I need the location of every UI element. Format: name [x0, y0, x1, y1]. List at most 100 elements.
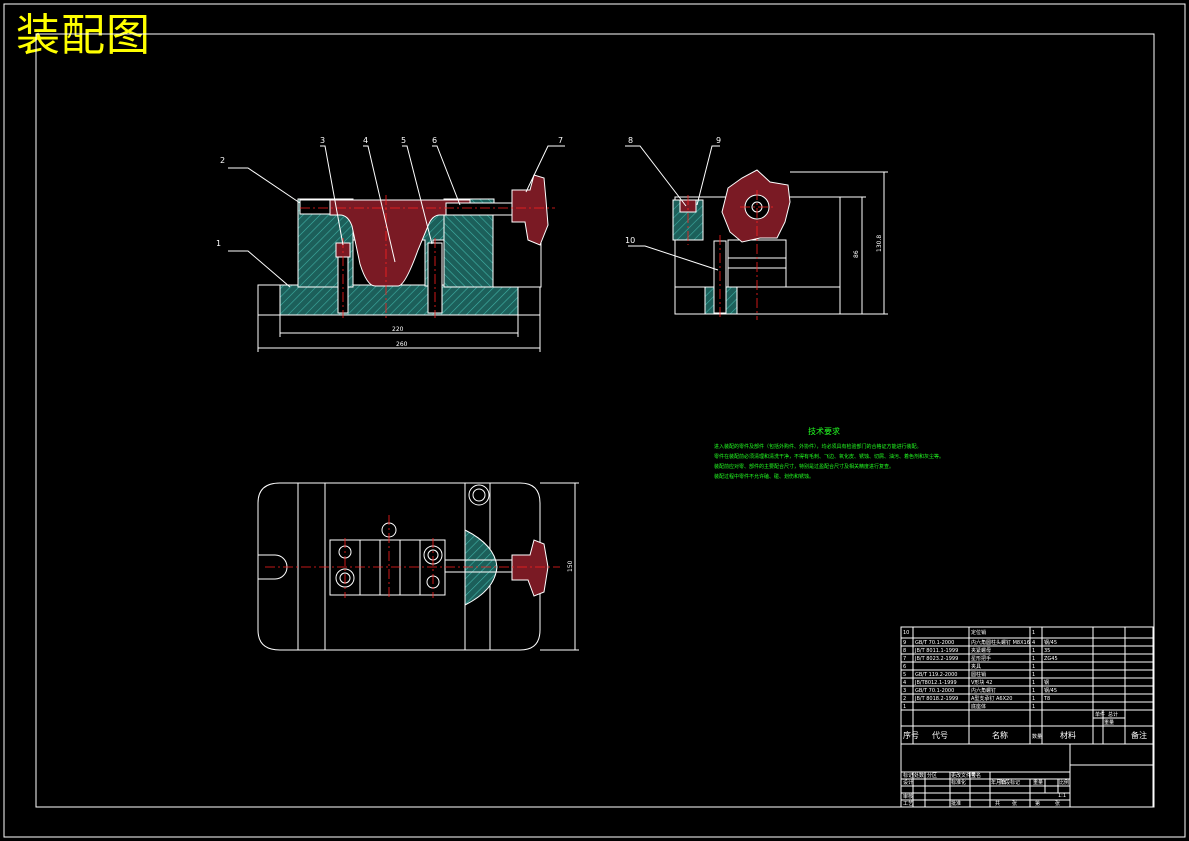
front-view: 220 260 2 1 3 4 5 6 7: [216, 136, 565, 352]
tb-count: 处数: [914, 772, 924, 779]
bom-cell: JB/T 8023.2-1999: [914, 656, 958, 662]
tech-line-4: 装配过程中零件不允许磕、碰、划伤和锈蚀。: [714, 473, 814, 480]
bom-cell: 4: [1032, 640, 1035, 646]
bom-cell: 8: [903, 648, 906, 654]
tb-zone: 分区: [927, 772, 937, 779]
dim-front-inner: 220: [392, 326, 404, 333]
bom-cell: 钢: [1044, 679, 1049, 686]
tb-sheet: 张: [1055, 800, 1060, 807]
bom-cell: GB/T 70.1-2000: [915, 688, 954, 694]
page-title: 装配图: [16, 10, 151, 61]
title-block: 标记 处数 分区 更改文件号 签名 年月日 设计 标准化 阶段标记 重量 比例 …: [900, 743, 1154, 808]
bom-cell: 9: [903, 640, 906, 646]
balloon-3: 3: [320, 136, 325, 145]
bom-cell: JB/T 8018.2-1999: [914, 696, 958, 702]
bom-cell: 钢/45: [1044, 687, 1057, 694]
bom-h-code: 代号: [932, 730, 948, 740]
bom-cell: 10: [903, 630, 909, 636]
bom-cell: V形块 42: [971, 679, 992, 686]
tb-scale: 比例: [1059, 779, 1069, 786]
bom-cell: 1: [1032, 656, 1035, 662]
tb-date: 年月日: [991, 779, 1006, 786]
tb-design: 设计: [903, 779, 913, 786]
inner-frame: [35, 33, 1155, 808]
bom-cell: 6: [903, 664, 906, 670]
balloon-6: 6: [432, 136, 437, 145]
tech-line-3: 装配前应对零、部件的主要配合尺寸，特别是过盈配合尺寸及相关精度进行复查。: [714, 463, 894, 470]
bom-cell: 1: [903, 704, 906, 710]
bom-cell: 5: [903, 672, 906, 678]
tb-process: 工艺: [903, 801, 913, 807]
bom-cell: 1: [1032, 704, 1035, 710]
bom-cell: JB/T 8011.1-1999: [914, 648, 958, 654]
tb-std: 标准化: [951, 779, 966, 786]
tb-change: 更改文件号: [951, 772, 976, 779]
bom-cell: 定位销: [971, 629, 986, 636]
dim-top-h: 150: [567, 560, 574, 572]
side-view: 86 130.8 8 9 10: [625, 136, 888, 320]
balloon-1: 1: [216, 239, 221, 248]
bom-cell: 35: [1044, 648, 1050, 654]
balloon-9: 9: [716, 136, 721, 145]
bom-cell: 1: [1032, 672, 1035, 678]
bom-cell: GB/T 70.1-2000: [915, 640, 954, 646]
bom-h-qty: 数量: [1032, 733, 1042, 740]
tech-line-2: 零件在装配前必须清理和清洗干净，不得有毛刺、飞边、氧化皮、锈蚀、切屑、油污、着色…: [714, 453, 944, 460]
bom-cell: 内六角螺钉: [971, 687, 996, 694]
bom-h-no: 序号: [903, 730, 919, 740]
bom-cell: 1: [1032, 664, 1035, 670]
bom-cell: 夹紧螺母: [971, 647, 991, 654]
bom-cell: JB/T8012.1-1999: [914, 680, 957, 686]
bom-cell: 底座体: [971, 703, 986, 710]
bom-cell: 3: [903, 688, 906, 694]
bom-cell: 1: [1032, 648, 1035, 654]
bom-h-mat: 材料: [1060, 730, 1076, 740]
bom-cell: GB/T 119.2-2000: [915, 672, 957, 678]
balloon-5: 5: [401, 136, 406, 145]
bom-cell: ZG45: [1044, 656, 1058, 662]
bom-cell: 7: [903, 656, 906, 662]
dim-front-outer: 260: [396, 341, 408, 348]
tb-scale-value: 1:1: [1058, 793, 1066, 799]
bom-cell: A型支承钉 A6X20: [971, 695, 1012, 702]
tb-review: 审核: [903, 793, 913, 800]
bom-h-remark: 备注: [1131, 730, 1147, 740]
bom-h-unit: 单件: [1095, 711, 1105, 718]
tech-requirements: 技术要求 进入装配的零件及部件（包括外购件、外协件），均必须具有检验部门的合格证…: [714, 426, 944, 480]
tb-total: 共: [995, 800, 1000, 807]
bom-h-total: 总计: [1108, 711, 1118, 718]
dim-side-h2: 130.8: [876, 235, 883, 252]
top-view: 150: [257, 482, 579, 651]
bom-h-weight: 重量: [1104, 719, 1114, 726]
tb-sign: 签名: [971, 772, 981, 779]
tech-heading: 技术要求: [808, 426, 840, 436]
dim-side-h1: 86: [853, 250, 860, 258]
bom-cell: 夹具: [971, 663, 981, 670]
bom-cell: 钢/45: [1044, 639, 1057, 646]
bom-cell: 1: [1032, 630, 1035, 636]
balloon-10: 10: [625, 236, 635, 245]
tb-sheet-no: 第: [1035, 800, 1040, 807]
balloon-8: 8: [628, 136, 633, 145]
tb-weight: 重量: [1033, 779, 1043, 786]
bom-cell: T8: [1043, 696, 1050, 702]
bom-cell: 4: [903, 680, 906, 686]
outer-border: [3, 3, 1186, 838]
balloon-7: 7: [558, 136, 563, 145]
bom-cell: 圆柱销: [971, 671, 986, 678]
bom-cell: 1: [1032, 688, 1035, 694]
bom-cell: 1: [1032, 680, 1035, 686]
bom-cell: 2: [903, 696, 906, 702]
balloon-2: 2: [220, 156, 225, 165]
balloon-4: 4: [363, 136, 368, 145]
bom-cell: 1: [1032, 696, 1035, 702]
tb-mark: 标记: [903, 772, 913, 779]
tb-stage: 阶段标记: [1000, 779, 1020, 786]
tb-sheets: 张: [1012, 800, 1017, 807]
bom-h-name: 名称: [992, 730, 1008, 740]
tech-line-1: 进入装配的零件及部件（包括外购件、外协件），均必须具有检验部门的合格证方能进行装…: [714, 443, 922, 450]
bom-cell: 内六角圆柱头螺钉 M8X16: [971, 639, 1030, 646]
bom-cell: 星形把手: [971, 655, 991, 662]
